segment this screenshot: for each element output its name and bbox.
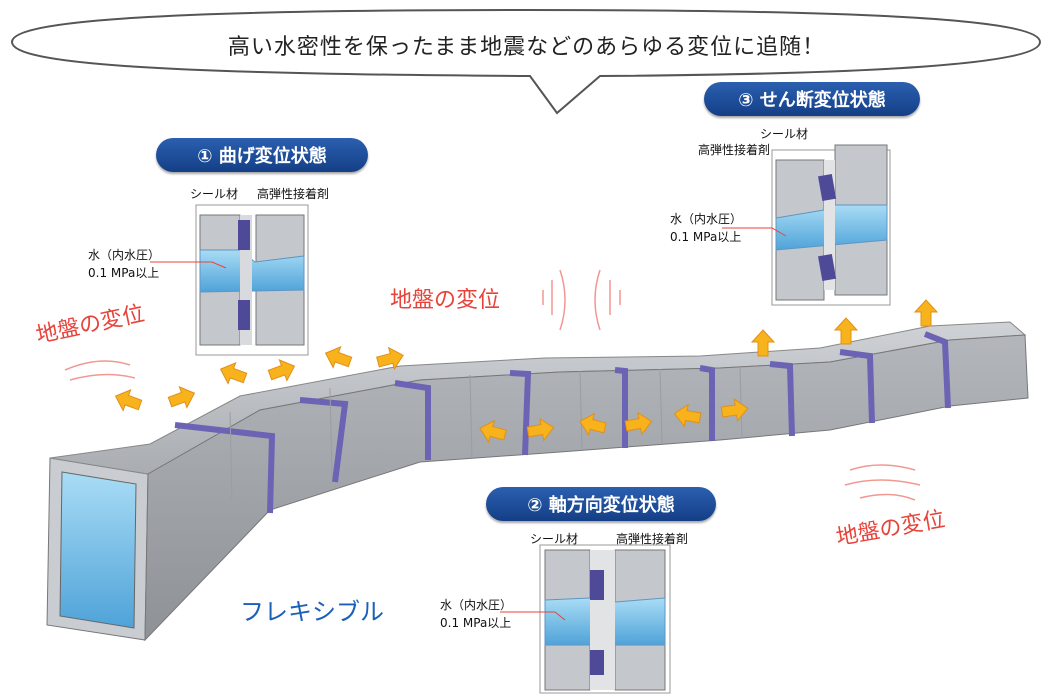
culvert-box-structure <box>46 321 1029 642</box>
bending-seal-label: シール材 <box>190 187 239 201</box>
flexible-label: フレキシブル <box>240 598 384 626</box>
bending-state-title: ① 曲げ変位状態 <box>156 138 368 172</box>
vibration-marks <box>64 269 921 501</box>
detail-bending-joint <box>150 204 309 356</box>
shear-water-label: 水（内水圧） <box>670 212 743 226</box>
axial-adhesive-label: 高弾性接着剤 <box>616 532 689 546</box>
detail-axial-joint <box>500 544 671 694</box>
axial-seal-label: シール材 <box>530 532 579 546</box>
detail-shear-joint <box>722 144 891 306</box>
bending-adhesive-label: 高弾性接着剤 <box>257 187 330 201</box>
shear-seal-label: シール材 <box>760 127 809 141</box>
axial-state-title: ② 軸方向変位状態 <box>486 487 716 521</box>
banner-text: 高い水密性を保ったまま地震などのあらゆる変位に追随！ <box>227 35 826 60</box>
speech-bubble <box>10 8 1042 115</box>
axial-water-label: 水（内水圧） <box>440 598 513 612</box>
shear-pressure-label: 0.1 MPa以上 <box>670 230 742 244</box>
shear-adhesive-label: 高弾性接着剤 <box>698 143 771 157</box>
ground-displacement-label-center: 地盤の変位 <box>390 288 501 313</box>
bending-water-label: 水（内水圧） <box>88 248 161 262</box>
axial-pressure-label: 0.1 MPa以上 <box>440 616 512 630</box>
bending-pressure-label: 0.1 MPa以上 <box>88 266 160 280</box>
shear-state-title: ③ せん断変位状態 <box>704 82 920 116</box>
